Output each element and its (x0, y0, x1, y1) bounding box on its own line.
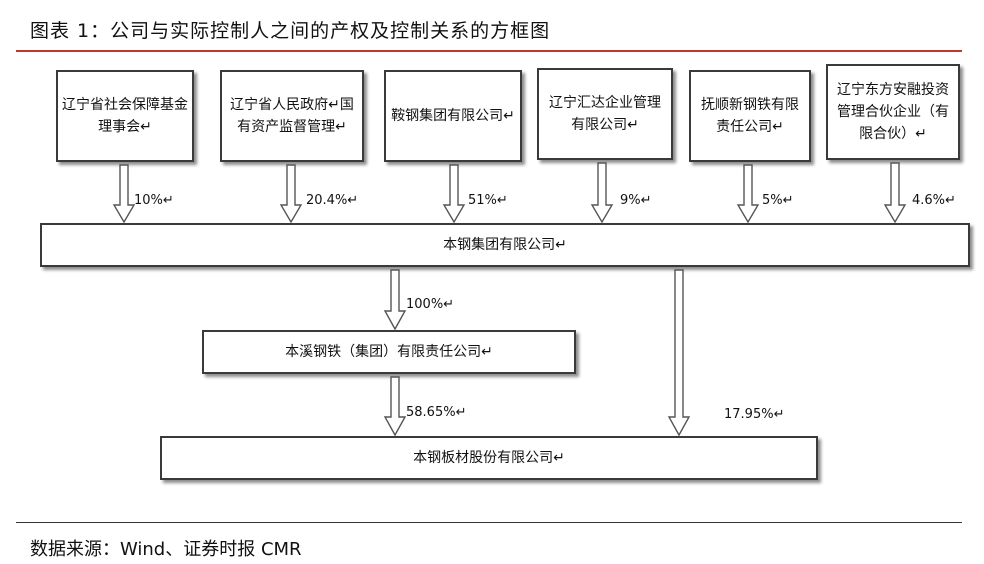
subsidiary-name: 本溪钢铁（集团）有限责任公司↵ (285, 344, 493, 360)
group-name: 本钢集团有限公司↵ (443, 237, 567, 253)
pct-label-group-to-subsidiary: 100%↵ (406, 297, 455, 312)
shareholder-box-5: 抚顺新钢铁有限责任公司↵ (689, 70, 811, 162)
subsidiary-box: 本溪钢铁（集团）有限责任公司↵ (202, 330, 576, 374)
title-divider (16, 50, 962, 52)
shareholder-name-1: 辽宁省社会保障基金理事会↵ (62, 97, 188, 135)
arrow-shareholder-5 (736, 164, 760, 224)
pct-label-4: 9%↵ (620, 193, 652, 208)
pct-label-3: 51%↵ (468, 193, 508, 208)
data-source: 数据来源：Wind、证券时报 CMR (30, 539, 302, 560)
shareholder-name-5: 抚顺新钢铁有限责任公司↵ (701, 97, 799, 135)
group-box: 本钢集团有限公司↵ (40, 223, 970, 267)
shareholder-name-6: 辽宁东方安融投资管理合伙企业（有限合伙）↵ (837, 82, 949, 142)
footer-divider (16, 522, 962, 523)
arrow-subsidiary-to-listed (383, 376, 407, 437)
arrow-shareholder-2 (279, 164, 303, 224)
pct-label-5: 5%↵ (762, 193, 794, 208)
pct-label-1: 10%↵ (134, 193, 174, 208)
shareholder-name-2: 辽宁省人民政府↵国有资产监督管理↵ (230, 97, 354, 135)
arrow-group-to-subsidiary (383, 269, 407, 331)
shareholder-box-1: 辽宁省社会保障基金理事会↵ (56, 70, 194, 162)
arrow-shareholder-1 (112, 164, 136, 224)
shareholder-box-6: 辽宁东方安融投资管理合伙企业（有限合伙）↵ (826, 64, 960, 160)
shareholder-name-4: 辽宁汇达企业管理有限公司↵ (549, 95, 661, 133)
arrow-shareholder-6 (883, 162, 907, 224)
figure-title: 图表 1：公司与实际控制人之间的产权及控制关系的方框图 (30, 20, 551, 42)
shareholder-box-3: 鞍钢集团有限公司↵ (384, 70, 522, 162)
listed-company-name: 本钢板材股份有限公司↵ (413, 450, 565, 466)
arrow-group-to-listed (667, 269, 691, 437)
pct-label-subsidiary-to-listed: 58.65%↵ (406, 405, 467, 420)
shareholder-name-3: 鞍钢集团有限公司↵ (391, 108, 515, 124)
arrow-shareholder-3 (442, 164, 466, 224)
listed-company-box: 本钢板材股份有限公司↵ (160, 436, 818, 480)
shareholder-box-4: 辽宁汇达企业管理有限公司↵ (537, 68, 673, 160)
pct-label-6: 4.6%↵ (912, 193, 956, 208)
arrow-shareholder-4 (590, 162, 614, 224)
pct-label-2: 20.4%↵ (306, 193, 359, 208)
shareholder-box-2: 辽宁省人民政府↵国有资产监督管理↵ (220, 70, 364, 162)
pct-label-group-to-listed: 17.95%↵ (724, 407, 785, 422)
